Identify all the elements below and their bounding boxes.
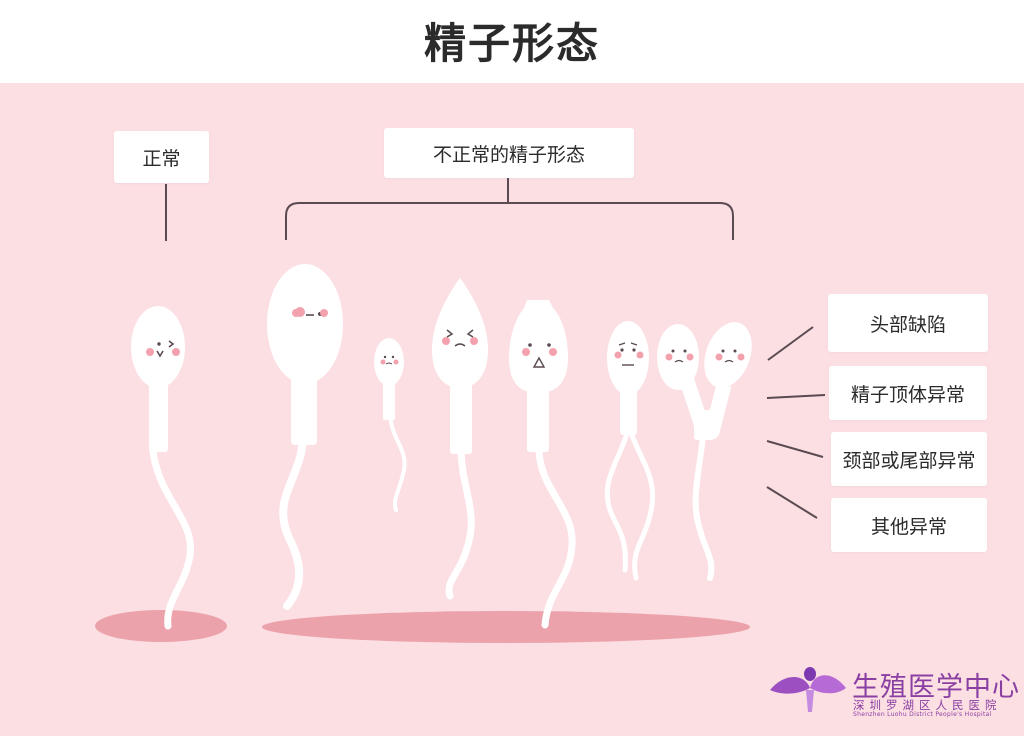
sperm-normal — [131, 306, 194, 630]
logo-hospital: 深圳罗湖区人民医院 — [853, 698, 1002, 712]
sperm-group — [131, 264, 752, 630]
sperm-large-head — [267, 264, 343, 610]
logo-name: 生殖医学中心 — [852, 672, 1020, 703]
sperm-double-tail — [604, 321, 656, 581]
label-abnormal-group: 不正常的精子形态 — [384, 128, 634, 178]
label-neck-tail: 颈部或尾部异常 — [831, 432, 987, 486]
shadow-abnormal — [262, 611, 750, 643]
label-other: 其他异常 — [831, 498, 987, 552]
label-head-defect: 头部缺陷 — [828, 294, 988, 352]
connector-lines — [165, 178, 826, 519]
sperm-pointed-head — [432, 278, 488, 600]
sperm-small-head — [374, 338, 407, 512]
label-acrosome: 精子顶体异常 — [829, 366, 987, 420]
hospital-logo-mark — [770, 667, 846, 712]
logo-english: Shenzhen Luohu District People's Hospita… — [853, 711, 992, 718]
header: 精子形态 — [0, 0, 1024, 83]
shadow-normal — [95, 610, 227, 642]
page-title: 精子形态 — [423, 19, 600, 68]
label-normal: 正常 — [114, 131, 209, 183]
sperm-acrosome-abnormal — [509, 300, 576, 629]
sperm-double-head — [657, 322, 752, 581]
